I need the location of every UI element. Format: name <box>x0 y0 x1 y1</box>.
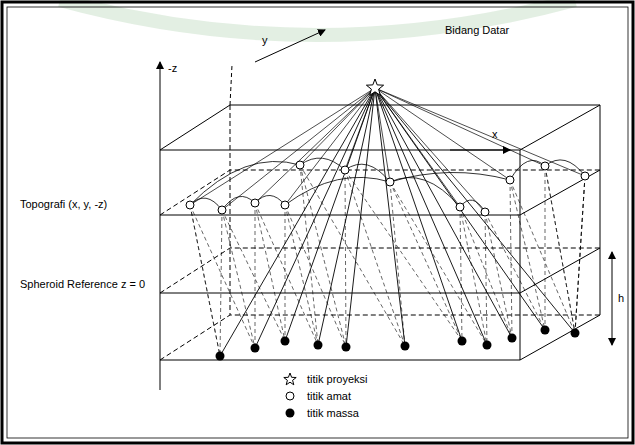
plane-label: Topografi (x, y, -z) <box>20 198 135 212</box>
legend-text: titik amat <box>307 390 351 402</box>
plane-label: Bidang Datar <box>445 24 509 38</box>
axis-label: -z <box>168 62 177 76</box>
legend-row: titik massa <box>283 406 359 420</box>
axis-label: x <box>492 128 498 142</box>
legend-row: titik amat <box>283 389 351 403</box>
dimension-label: h <box>618 292 624 306</box>
legend-symbol <box>283 406 297 420</box>
plane-label: Spheroid Reference z = 0 <box>20 278 155 292</box>
axis-label: y <box>262 34 268 48</box>
legend-row: titik proyeksi <box>283 372 368 386</box>
legend-text: titik proyeksi <box>307 373 368 385</box>
legend-symbol <box>283 389 297 403</box>
legend-text: titik massa <box>307 407 359 419</box>
legend-symbol <box>283 372 297 386</box>
